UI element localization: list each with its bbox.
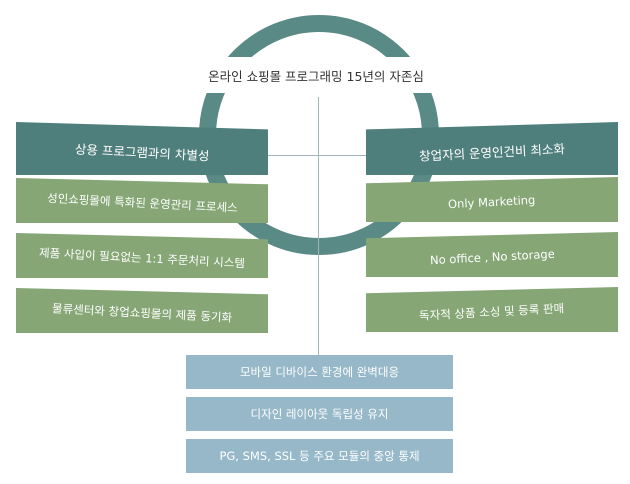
left-header-box: 상용 프로그램과의 차별성 [16, 122, 268, 175]
right-item-1-text: Only Marketing [448, 192, 536, 212]
bottom-item-1-box: 모바일 디바이스 환경에 완벽대응 [186, 355, 453, 389]
vertical-connector [318, 97, 319, 355]
left-item-3-text: 물류센터와 창업쇼핑몰의 제품 동기화 [51, 301, 233, 325]
right-item-3-box: 독자적 상품 소싱 및 등록 판매 [366, 287, 618, 332]
right-item-1-box: Only Marketing [366, 177, 618, 222]
center-title-backdrop [185, 57, 447, 93]
left-item-2-box: 제품 사입이 필요없는 1:1 주문처리 시스템 [16, 233, 268, 278]
center-title: 온라인 쇼핑몰 프로그래밍 15년의 자존심 [185, 57, 447, 93]
bottom-item-3-text: PG, SMS, SSL 등 주요 모듈의 중앙 통제 [219, 449, 420, 463]
bottom-item-3-box: PG, SMS, SSL 등 주요 모듈의 중앙 통제 [186, 439, 453, 473]
right-header-text: 창업자의 운영인건비 최소화 [418, 141, 566, 164]
right-header-box: 창업자의 운영인건비 최소화 [366, 122, 618, 175]
left-item-3-box: 물류센터와 창업쇼핑몰의 제품 동기화 [16, 288, 268, 333]
right-item-2-box: No office , No storage [366, 232, 618, 277]
horizontal-connector [268, 155, 366, 156]
left-item-1-text: 성인쇼핑몰에 특화된 운영관리 프로세스 [46, 191, 238, 215]
right-item-3-text: 독자적 상품 소싱 및 등록 판매 [419, 301, 565, 323]
bottom-item-2-text: 디자인 레이아웃 독립성 유지 [250, 407, 389, 421]
left-item-1-box: 성인쇼핑몰에 특화된 운영관리 프로세스 [16, 178, 268, 223]
left-item-2-text: 제품 사입이 필요없는 1:1 주문처리 시스템 [38, 245, 246, 271]
left-header-text: 상용 프로그램과의 차별성 [74, 141, 210, 164]
center-title-text: 온라인 쇼핑몰 프로그래밍 15년의 자존심 [208, 68, 424, 84]
bottom-item-2-box: 디자인 레이아웃 독립성 유지 [186, 397, 453, 431]
right-item-2-text: No office , No storage [429, 246, 555, 268]
bottom-item-1-text: 모바일 디바이스 환경에 완벽대응 [239, 365, 400, 379]
